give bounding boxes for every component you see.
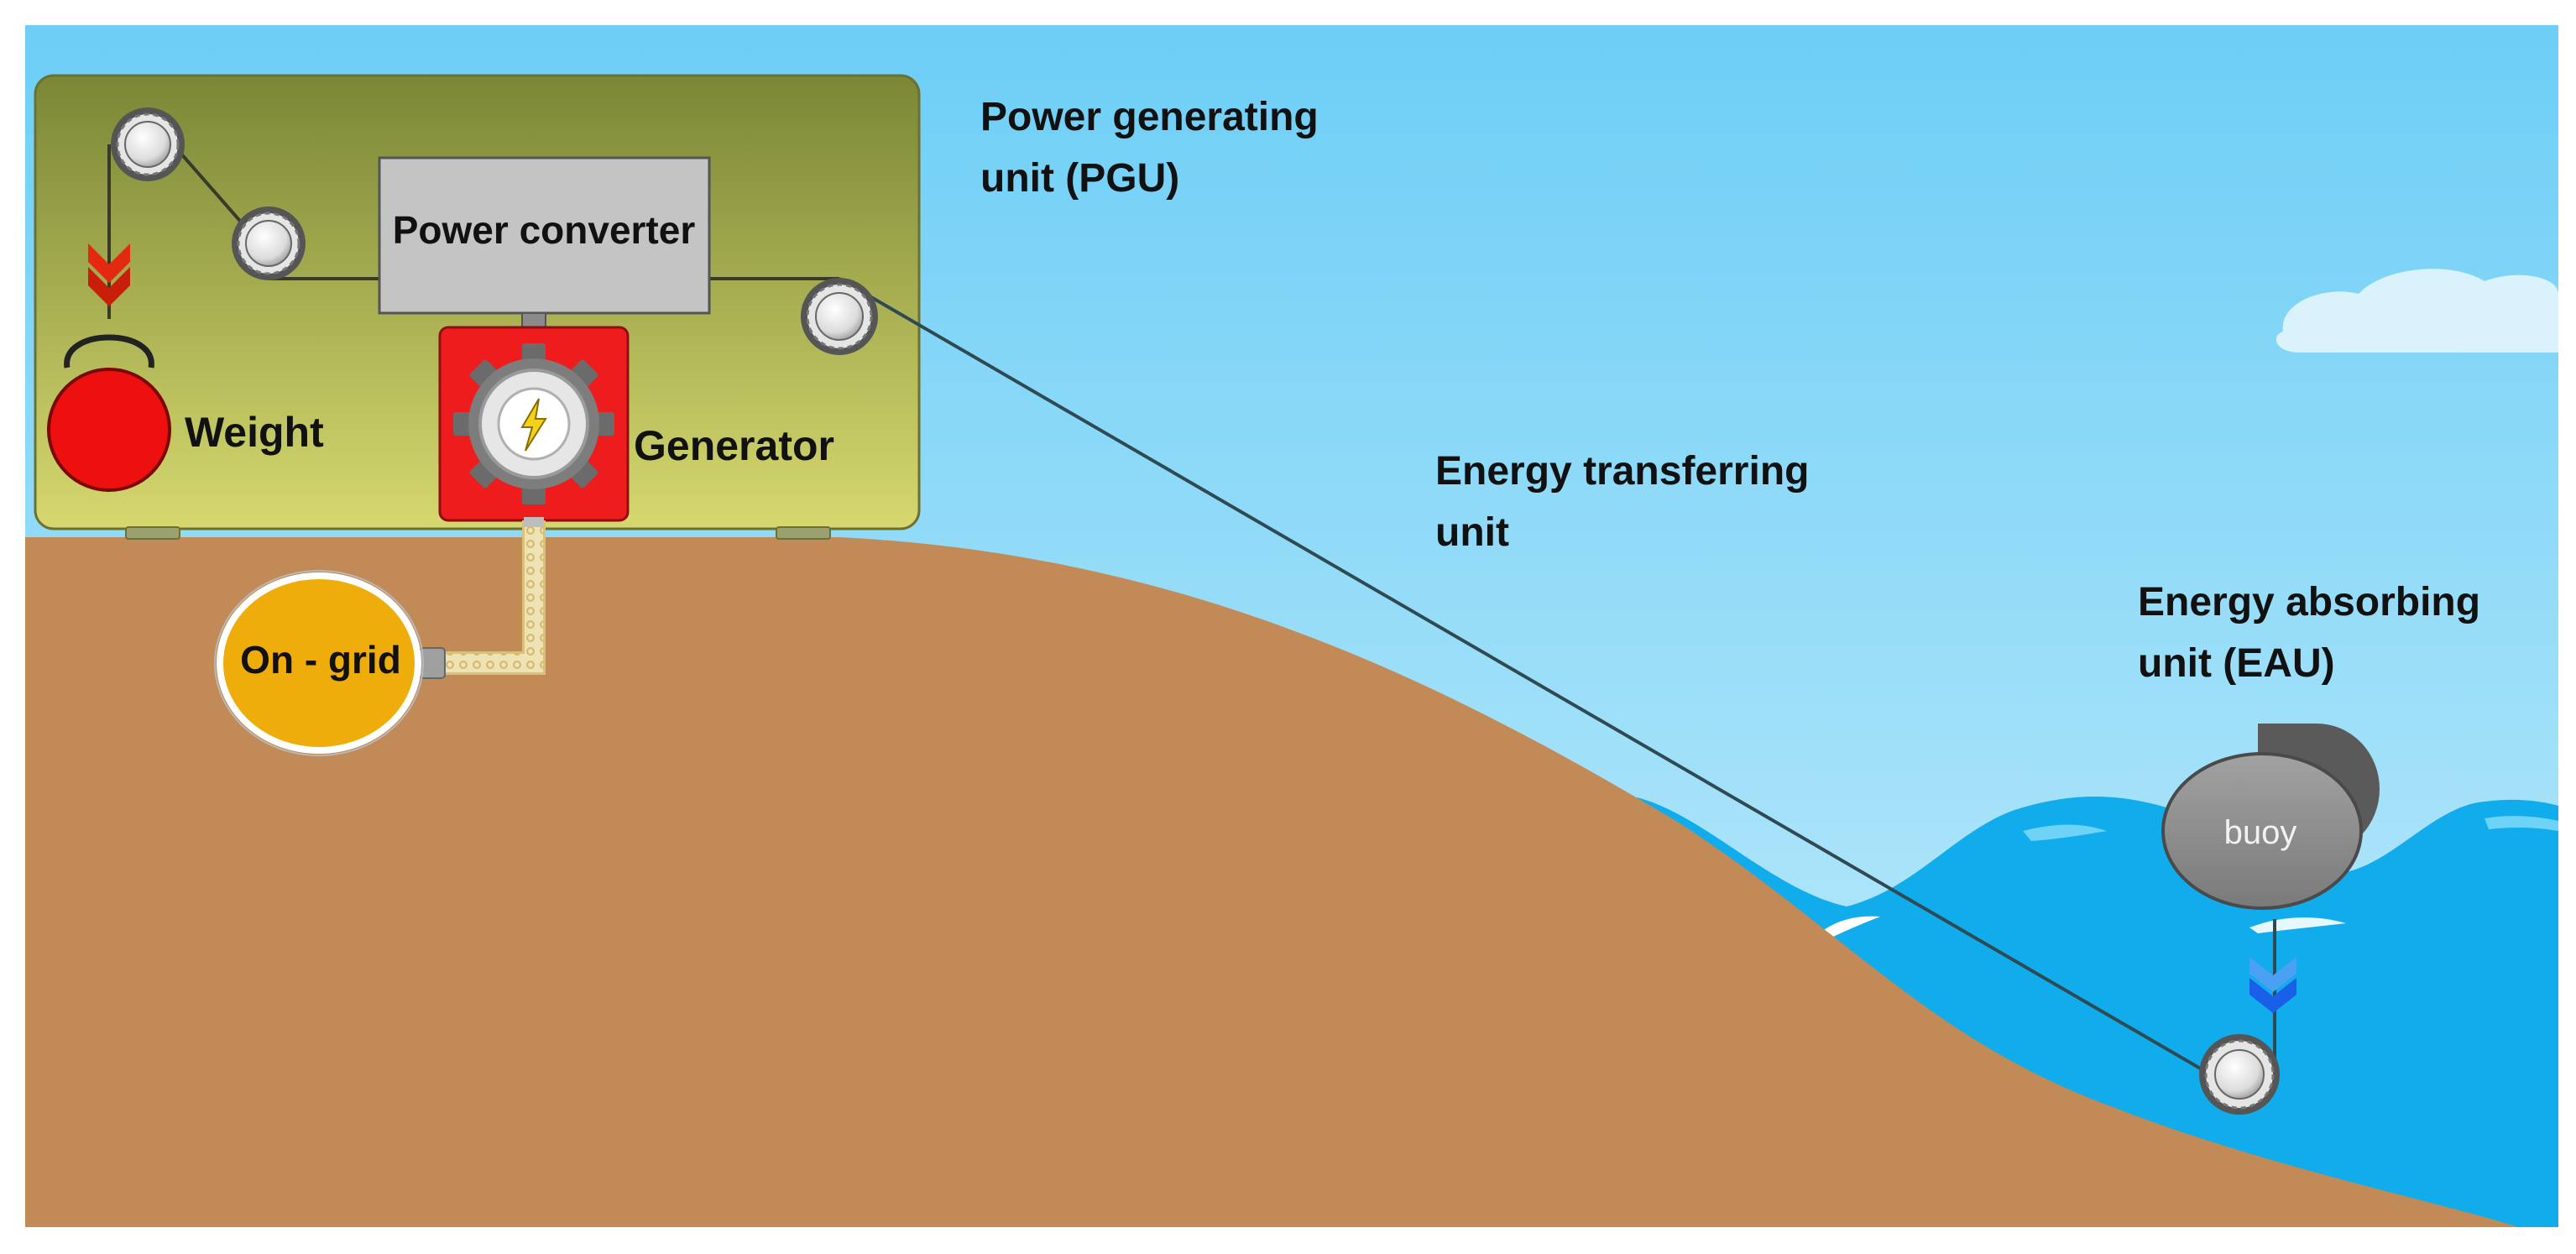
pulley-icon [801,278,878,355]
sea-foam [1821,916,1880,938]
buoy [2161,724,2380,910]
weight-label: Weight [185,409,324,456]
cable-joint [524,517,544,527]
etu-label-line1: Energy transferring [1435,449,1809,494]
grid-cable-pattern [436,522,543,672]
on-grid [217,572,421,754]
power-converter-label: Power converter [393,208,696,252]
etu-label-line2: unit [1435,510,1509,555]
gear-icon [453,343,614,504]
buoy-label: buoy [2224,814,2297,851]
panel-foot-right [776,526,831,540]
on-grid-label: On - grid [240,638,401,682]
panel-foot-left [125,526,180,540]
pulley-icon [2199,1034,2280,1115]
arrow-down-icon [88,243,130,306]
wave-highlight-right [2485,816,2558,831]
pulley-icon [232,206,306,280]
eau-label-line2: unit (EAU) [2138,641,2335,686]
arrow-down-icon [2249,957,2296,1013]
cloud-icon [2276,269,2558,353]
lightning-icon [520,398,547,452]
eau-label-line1: Energy absorbing [2138,580,2480,624]
generator-label: Generator [634,422,834,469]
pgu-label-line2: unit (PGU) [980,156,1179,201]
converter-shaft [521,312,546,329]
weight [47,334,171,492]
ground [25,537,2518,1227]
on-grid-outline [214,570,424,756]
pgu-label-line1: Power generating [980,95,1319,139]
power-converter-box [378,156,711,315]
pulley-icon [111,107,185,181]
wave-highlight [2023,824,2107,841]
